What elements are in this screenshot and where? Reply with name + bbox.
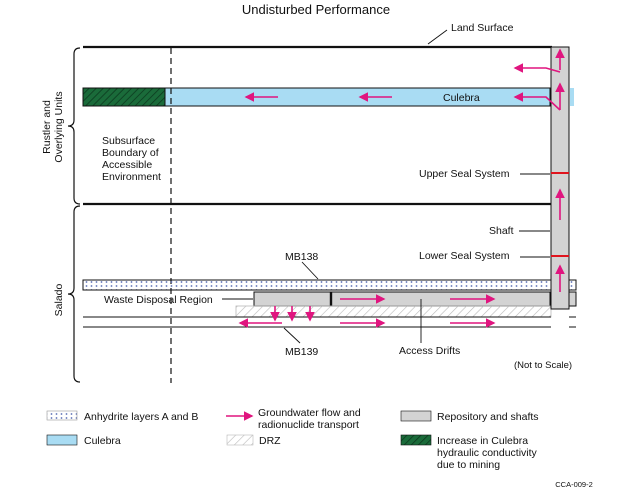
rustler-label-line2: Overlying Units <box>53 91 65 162</box>
shaft <box>550 46 570 310</box>
mining-conductivity-zone <box>82 87 166 107</box>
anhydrite-layer-mb138 <box>82 279 552 291</box>
waste-disposal-label: Waste Disposal Region <box>104 294 213 306</box>
legend-anhydrite-label: Anhydrite layers A and B <box>84 411 198 423</box>
mb138-pointer <box>301 261 319 280</box>
culebra-layer-right <box>570 88 574 106</box>
land-surface-label: Land Surface <box>451 22 514 34</box>
legend-repository-swatch <box>400 410 432 422</box>
repository-right <box>568 291 577 307</box>
boundary-label-line2: Boundary of <box>102 147 159 159</box>
culebra-label: Culebra <box>443 92 480 104</box>
waste-disposal-region <box>253 291 551 307</box>
legend-drz-swatch <box>226 434 254 446</box>
access-drifts-label: Access Drifts <box>399 345 460 357</box>
legend-drz-label: DRZ <box>259 435 281 447</box>
legend-groundwater-line1: Groundwater flow and <box>258 407 361 419</box>
legend-mining-line2: hydraulic conductivity <box>437 447 538 459</box>
legend-culebra-label: Culebra <box>84 435 121 447</box>
upper-seal-label: Upper Seal System <box>419 168 510 180</box>
anhydrite-layer-mb138-right <box>568 279 577 291</box>
shaft-label: Shaft <box>489 225 514 237</box>
rustler-brace <box>67 47 81 205</box>
mb138-label: MB138 <box>285 251 318 263</box>
not-to-scale-note: (Not to Scale) <box>514 360 572 371</box>
legend-culebra-swatch <box>46 434 78 446</box>
boundary-label-line4: Environment <box>102 171 161 183</box>
flow-arrow <box>513 92 561 111</box>
legend-repository-label: Repository and shafts <box>437 411 539 423</box>
drz-zone <box>235 305 552 318</box>
legend-anhydrite-swatch <box>46 410 78 421</box>
mb139-label: MB139 <box>285 346 318 358</box>
legend-mining-swatch <box>400 434 432 446</box>
rustler-label-line1: Rustler and <box>41 100 53 154</box>
boundary-label-line3: Accessible <box>102 159 152 171</box>
diagram-title: Undisturbed Performance <box>242 2 390 17</box>
lower-seal-label: Lower Seal System <box>419 250 510 262</box>
mb139-pointer <box>283 327 301 344</box>
legend-mining-line3: due to mining <box>437 459 500 471</box>
salado-label: Salado <box>53 283 65 316</box>
figure-id: CCA-009-2 <box>555 480 593 489</box>
legend-groundwater-line2: radionuclide transport <box>258 419 359 431</box>
land-surface-pointer <box>427 29 448 45</box>
flow-arrow <box>513 63 561 73</box>
salado-brace <box>67 205 81 383</box>
boundary-label-line1: Subsurface <box>102 135 155 147</box>
legend-mining-line1: Increase in Culebra <box>437 435 528 447</box>
